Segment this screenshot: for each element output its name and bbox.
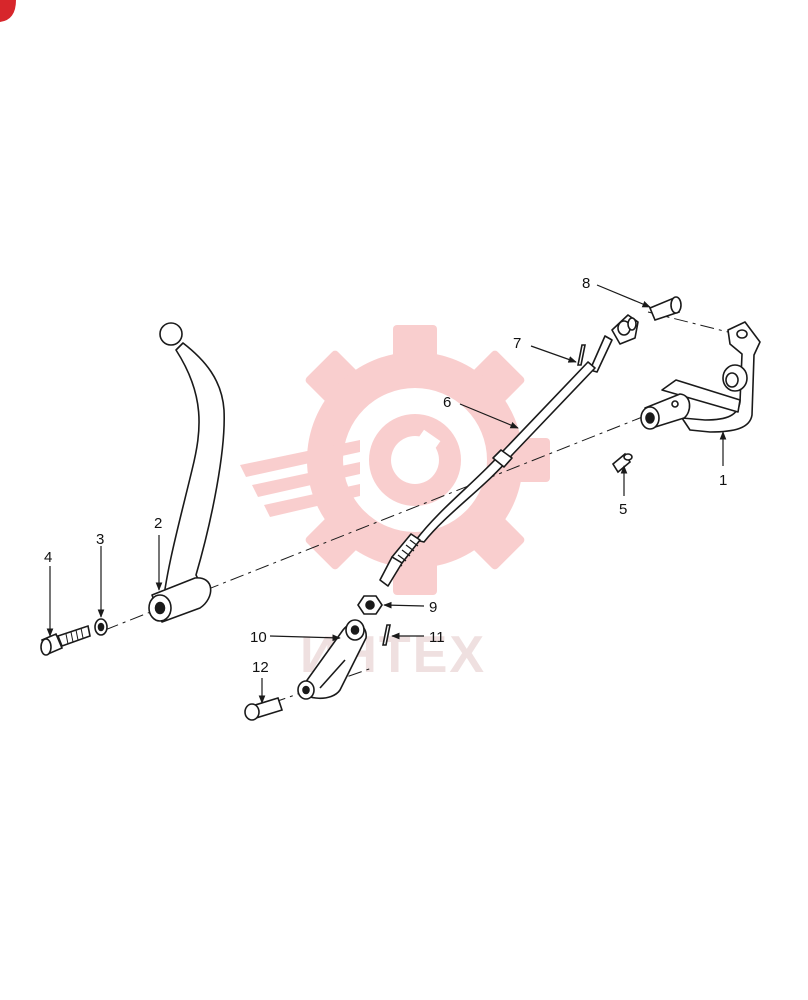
callout-6: 6	[443, 394, 451, 411]
cap-screw	[40, 624, 91, 656]
cotter-pin-upper	[577, 344, 586, 366]
callout-9: 9	[429, 599, 437, 616]
callout-labels: 1 2 3 4 5 6 7 8 9 10 11 12	[44, 275, 727, 676]
callout-1: 1	[719, 472, 727, 489]
callout-5: 5	[619, 501, 627, 518]
clevis-pin-upper	[648, 296, 682, 321]
corner-badge	[0, 0, 16, 22]
callout-3: 3	[96, 531, 104, 548]
roll-pin	[611, 452, 633, 474]
hex-nut	[357, 595, 383, 615]
shift-rod	[379, 314, 639, 587]
callout-10: 10	[250, 629, 267, 646]
hand-lever	[148, 322, 225, 623]
leader-arrows	[46, 284, 727, 704]
callout-8: 8	[582, 275, 590, 292]
lock-washer	[94, 618, 108, 636]
callout-2: 2	[154, 515, 162, 532]
shaft-bracket	[640, 321, 761, 433]
callout-11: 11	[429, 629, 445, 646]
callout-7: 7	[513, 335, 521, 352]
callout-12: 12	[252, 659, 269, 676]
watermark-gear-logo	[240, 325, 550, 595]
cotter-pin-lower	[382, 624, 391, 646]
callout-4: 4	[44, 549, 52, 566]
clevis-pin-lower	[244, 697, 284, 721]
clevis	[297, 619, 367, 700]
